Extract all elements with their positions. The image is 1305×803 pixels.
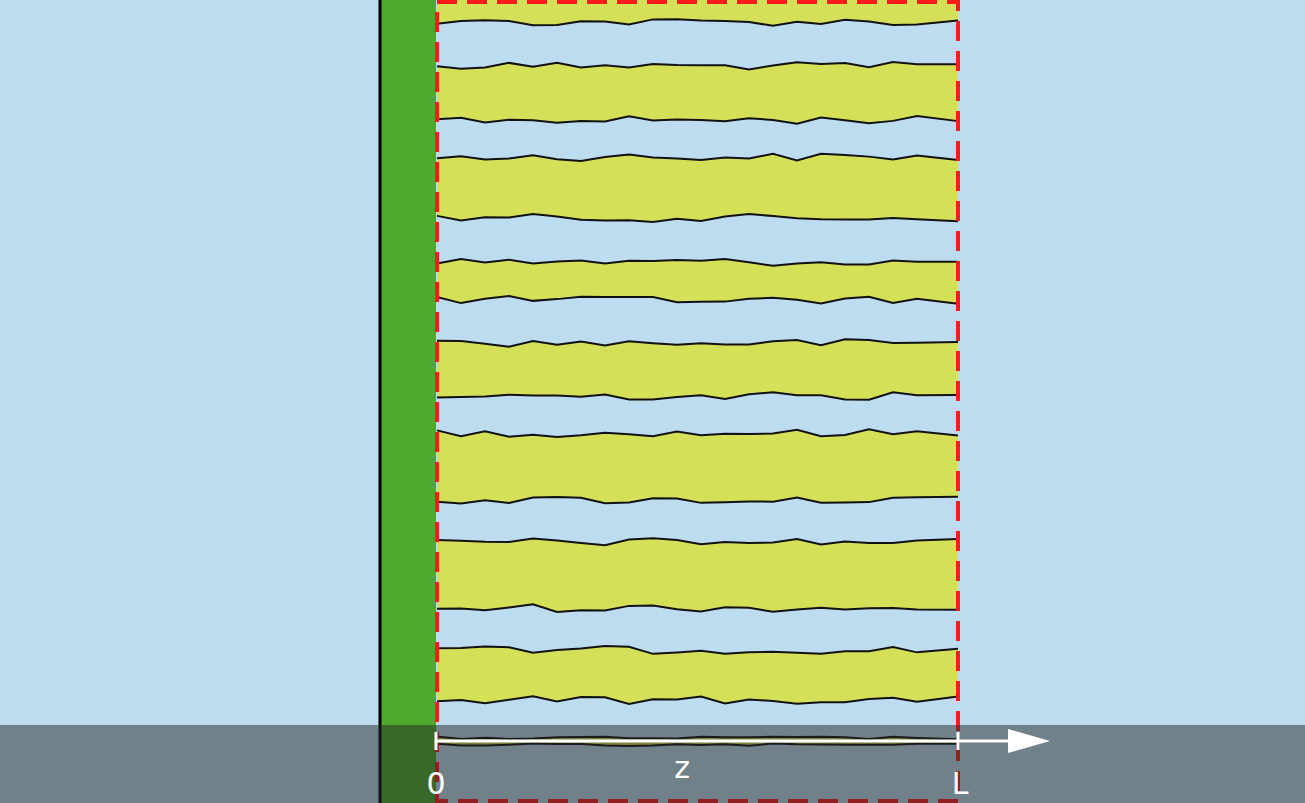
band-edge: [437, 154, 958, 161]
band-edge: [437, 259, 958, 266]
brush-band: [437, 538, 958, 612]
brush-band: [437, 339, 958, 400]
shade-strip: [0, 725, 1305, 803]
axis-tick: [435, 732, 438, 750]
band-edge: [437, 646, 958, 654]
dashed-region: [437, 2, 958, 801]
band-edge: [437, 392, 958, 400]
band-edge: [437, 429, 958, 437]
brush-band: [437, 646, 958, 704]
band-edge: [437, 116, 958, 124]
band-edge: [437, 214, 958, 222]
band-edge: [437, 296, 958, 304]
brush-band: [437, 62, 958, 124]
axis-label: L: [952, 769, 969, 799]
band-edge: [437, 339, 958, 347]
axis-label: z: [674, 753, 690, 783]
brush-band: [437, 259, 958, 304]
band-edge: [437, 62, 958, 70]
band-edge: [437, 19, 958, 26]
brush-band: [437, 154, 958, 222]
band-edge: [437, 538, 958, 545]
axis-label: 0: [426, 769, 445, 799]
axis-arrowhead: [1008, 729, 1050, 753]
axis-line: [436, 740, 1012, 743]
band-edge: [437, 696, 958, 704]
band-edge: [437, 497, 958, 504]
wall-edge: [379, 0, 382, 803]
wall: [380, 0, 436, 803]
axis-tick: [957, 732, 960, 750]
brush-layer: [437, 0, 958, 746]
brush-band: [437, 429, 958, 503]
band-edge: [437, 604, 958, 612]
